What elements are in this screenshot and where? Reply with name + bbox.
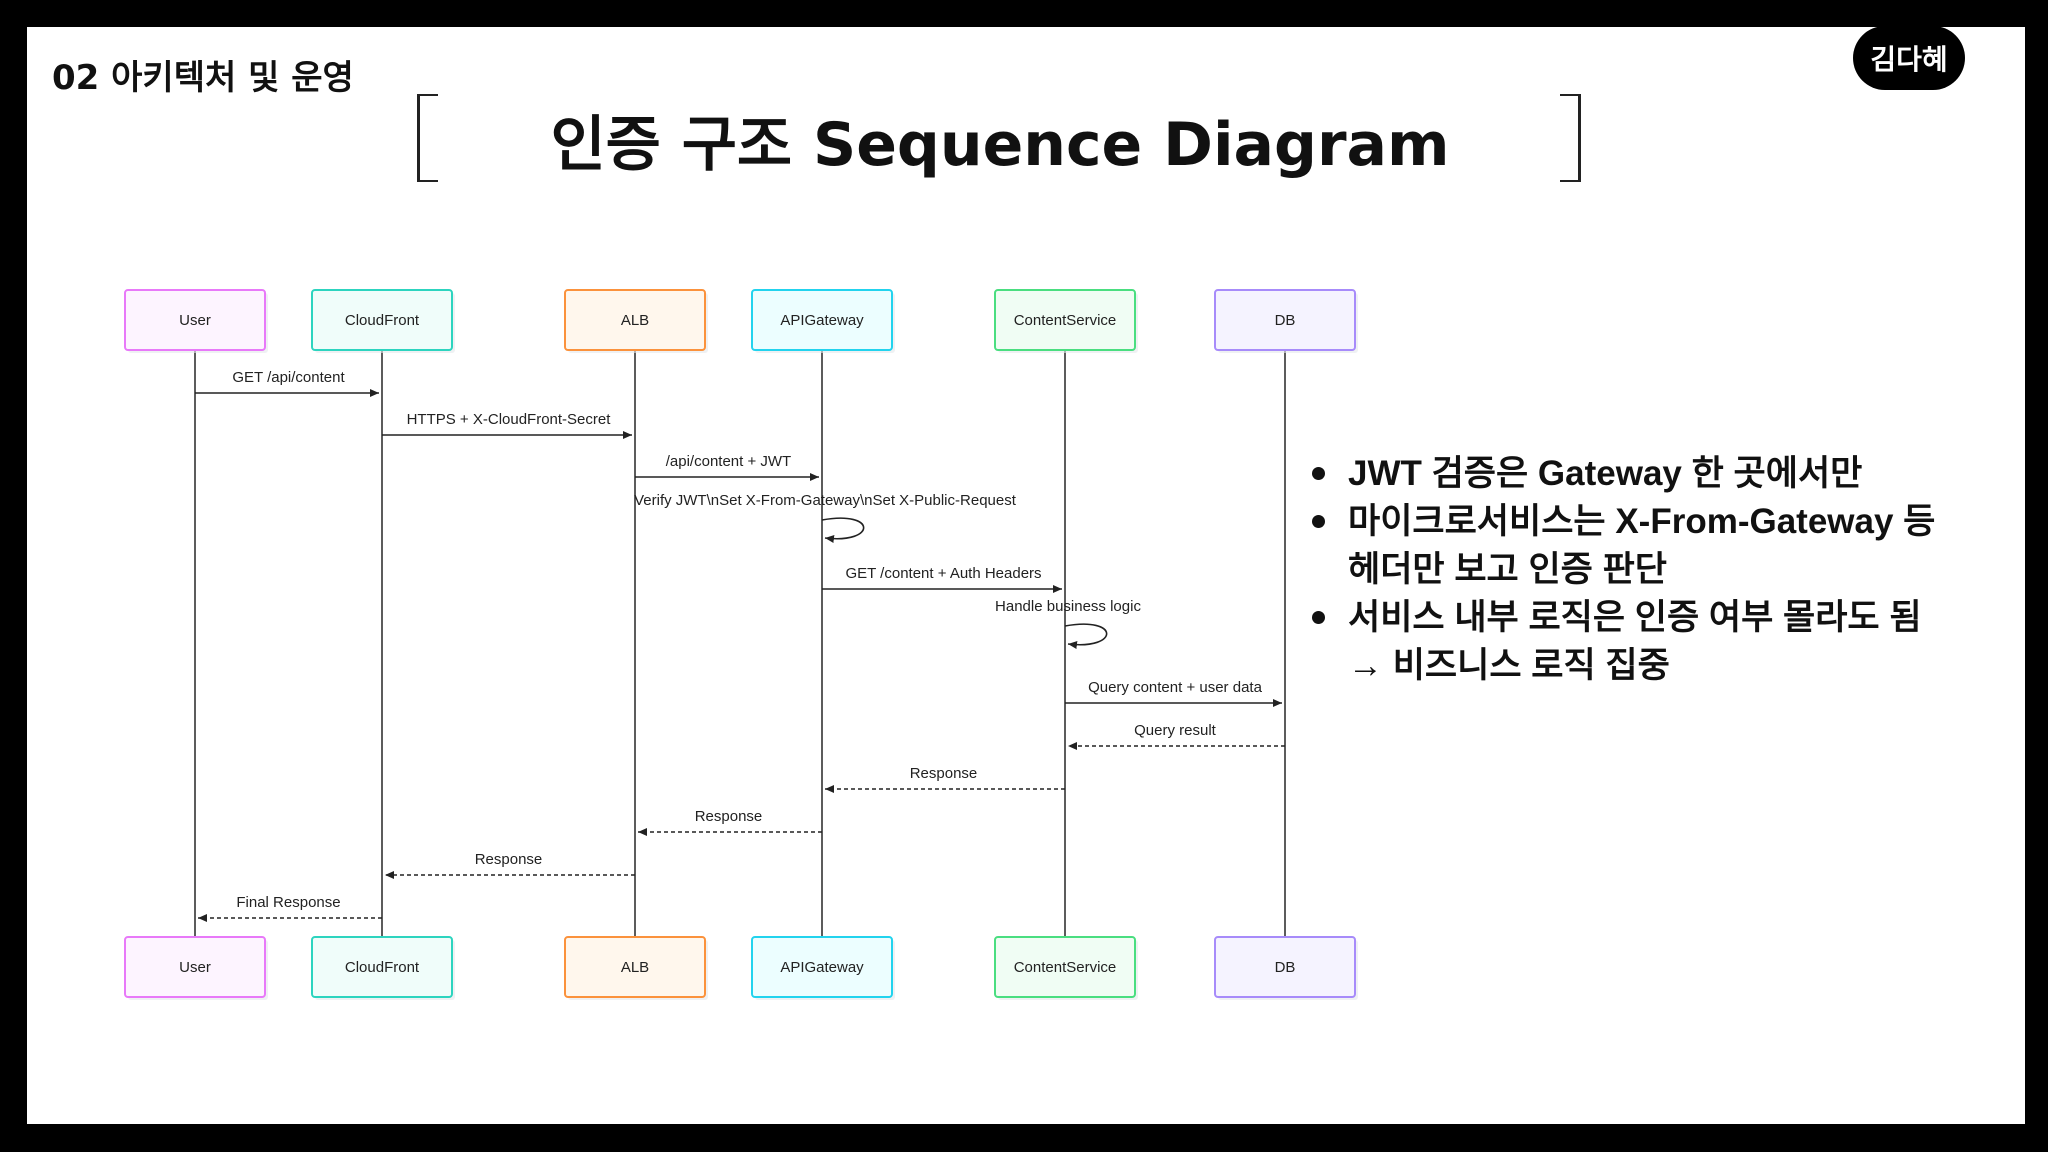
participant-label-apigateway-bottom: APIGateway (780, 959, 864, 976)
title-bracket-right (1560, 94, 1581, 182)
bullet-item: 서비스 내부 로직은 인증 여부 몰라도 됨 → 비즈니스 로직 집중 (1310, 594, 1990, 690)
participant-box-db-top (1214, 289, 1356, 351)
bullet-text: 마이크로서비스는 X-From-Gateway 등 (1348, 502, 1936, 541)
message-label: /api/content + JWT (666, 453, 791, 470)
message-label: Query content + user data (1088, 679, 1263, 696)
bullet-text: JWT 검증은 Gateway 한 곳에서만 (1348, 454, 1863, 493)
bullet-item: JWT 검증은 Gateway 한 곳에서만 (1310, 450, 1990, 498)
message-label: Response (695, 808, 763, 825)
participant-box-apigateway-top (751, 289, 893, 351)
title-bracket-left (417, 94, 438, 182)
participant-box-user-bottom (124, 936, 266, 998)
message-label: Query result (1134, 722, 1217, 739)
participant-label-user-top: User (179, 312, 211, 329)
participant-label-cloudfront-bottom: CloudFront (345, 959, 420, 976)
author-badge: 김다혜 (1853, 26, 1965, 90)
participant-label-db-top: DB (1275, 312, 1296, 329)
participant-box-user-top (124, 289, 266, 351)
bullet-dot-icon (1312, 515, 1325, 528)
participant-box-apigateway-bottom (751, 936, 893, 998)
message-label: Handle business logic (995, 598, 1141, 615)
participant-box-alb-top (564, 289, 706, 351)
message-label: HTTPS + X-CloudFront-Secret (407, 411, 612, 428)
participant-box-cloudfront-bottom (311, 936, 453, 998)
participant-box-contentservice-top (994, 289, 1136, 351)
bullet-text: 서비스 내부 로직은 인증 여부 몰라도 됨 (1348, 598, 1922, 637)
message-label: GET /api/content (232, 369, 345, 386)
participant-label-user-bottom: User (179, 959, 211, 976)
message-label: Response (910, 765, 978, 782)
participant-label-contentservice-top: ContentService (1014, 312, 1117, 329)
message-label: GET /content + Auth Headers (845, 565, 1041, 582)
message-label: Verify JWT\nSet X-From-Gateway\nSet X-Pu… (634, 492, 1017, 509)
participant-box-contentservice-bottom (994, 936, 1136, 998)
self-message-arrow (821, 517, 865, 543)
bullet-dot-icon (1312, 611, 1325, 624)
participant-label-alb-top: ALB (621, 312, 649, 329)
page-title: 인증 구조 Sequence Diagram (550, 110, 1450, 180)
participant-label-alb-bottom: ALB (621, 959, 649, 976)
participant-box-db-bottom (1214, 936, 1356, 998)
section-label: 02 아키텍처 및 운영 (52, 58, 354, 98)
participant-label-db-bottom: DB (1275, 959, 1296, 976)
participant-label-cloudfront-top: CloudFront (345, 312, 420, 329)
participant-label-apigateway-top: APIGateway (780, 312, 864, 329)
participant-box-cloudfront-top (311, 289, 453, 351)
participant-box-alb-bottom (564, 936, 706, 998)
message-label: Final Response (236, 894, 340, 911)
bullet-text: 헤더만 보고 인증 판단 (1348, 550, 1667, 589)
message-label: Response (475, 851, 543, 868)
participant-label-contentservice-bottom: ContentService (1014, 959, 1117, 976)
bullet-dot-icon (1312, 467, 1325, 480)
self-message-arrow (1064, 623, 1108, 649)
bullet-text: → 비즈니스 로직 집중 (1348, 646, 1670, 685)
